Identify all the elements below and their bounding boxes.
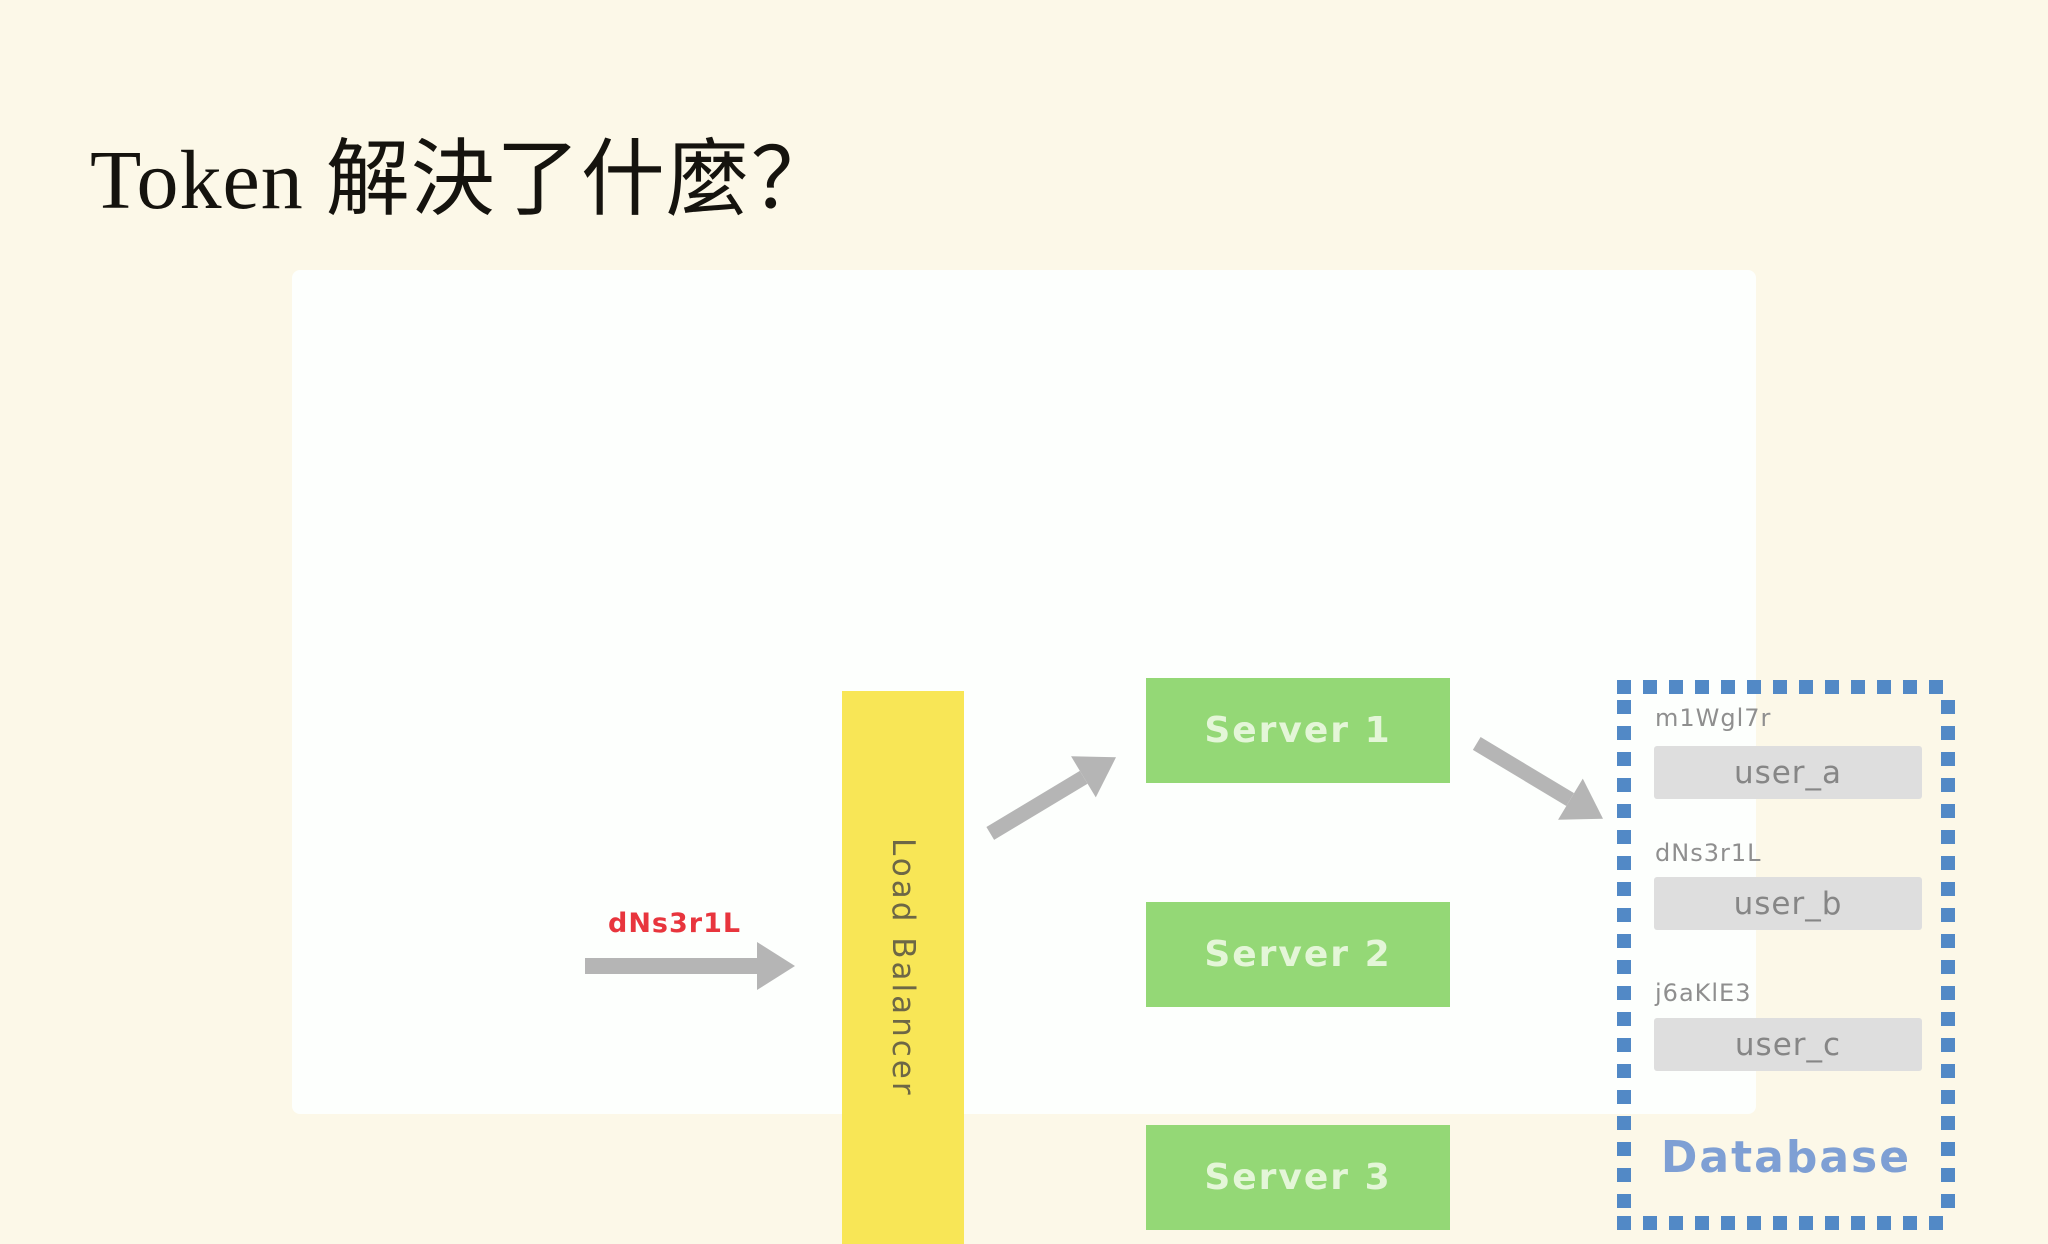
arrow-shaft [986, 770, 1088, 840]
database-border-bottom [1617, 1216, 1955, 1230]
slide-title: Token 解決了什麼？ [90, 134, 836, 227]
database-record-token: m1Wgl7r [1655, 704, 1772, 732]
diagram-panel: dNs3r1L Load Balancer Server 1 Server 2 … [292, 270, 1955, 1244]
arrow-head [757, 942, 795, 990]
database-record-user-label: user_b [1733, 885, 1843, 922]
server1-to-database-arrow-icon [1465, 722, 1616, 840]
database-record-user-label: user_c [1734, 1026, 1842, 1063]
server-2-label: Server 2 [1204, 934, 1392, 975]
database-record-user-label: user_a [1733, 754, 1843, 791]
incoming-token-label: dNs3r1L [608, 908, 742, 939]
database-record-token: j6aKlE3 [1655, 979, 1752, 1007]
database-record-token: dNs3r1L [1655, 839, 1762, 867]
database-record-user: user_c [1654, 1018, 1922, 1071]
database-label: Database [1660, 1132, 1912, 1183]
arrow-head [1071, 736, 1129, 798]
load-balancer-label: Load Balancer [885, 837, 921, 1098]
arrow-shaft [1473, 736, 1575, 806]
database-box: m1Wgl7r user_a dNs3r1L user_b j6aKlE3 us… [1617, 680, 1955, 1230]
database-border-left [1617, 700, 1631, 1210]
server-3-box: Server 3 [1146, 1125, 1450, 1230]
server-1-box: Server 1 [1146, 678, 1450, 783]
database-border-top [1617, 680, 1955, 694]
database-border-right [1941, 700, 1955, 1210]
database-record-user: user_a [1654, 746, 1922, 799]
arrow-shaft [585, 958, 757, 974]
load-balancer-to-server1-arrow-icon [978, 736, 1129, 854]
server-1-label: Server 1 [1204, 710, 1392, 751]
load-balancer-box: Load Balancer [842, 691, 964, 1244]
incoming-arrow-icon [585, 942, 795, 990]
database-record-user: user_b [1654, 877, 1922, 930]
server-3-label: Server 3 [1204, 1157, 1392, 1198]
server-2-box: Server 2 [1146, 902, 1450, 1007]
